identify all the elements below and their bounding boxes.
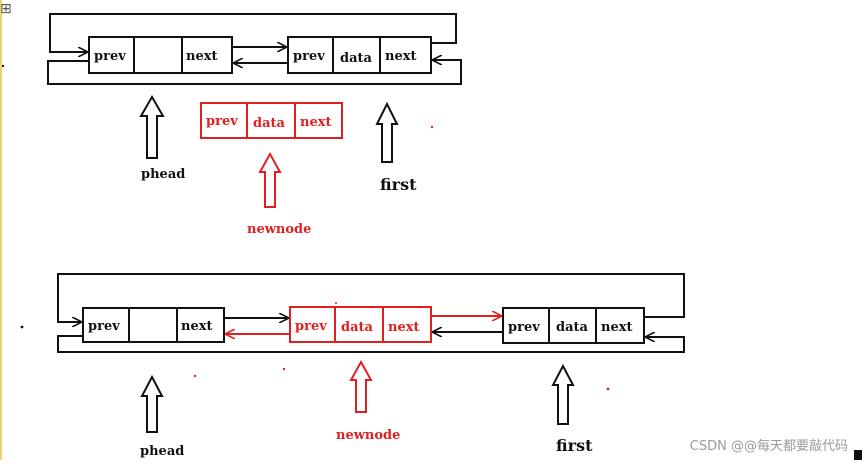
cell-next: next: [300, 115, 331, 130]
cell-prev: prev: [206, 114, 238, 129]
cell-next: next: [181, 319, 212, 334]
phead-pointer: phead: [140, 374, 184, 459]
cell-data: data: [340, 51, 373, 66]
cell-prev: prev: [88, 319, 120, 334]
first-node: prev data next: [287, 36, 432, 74]
cell-prev: prev: [508, 320, 540, 335]
cell-next: next: [186, 49, 217, 64]
first-label: first: [380, 175, 417, 194]
newnode-pointer: newnode: [247, 151, 311, 237]
csdn-watermark: CSDN @@每天都要敲代码: [689, 439, 848, 454]
head-node: prev next: [82, 307, 225, 343]
cell-next: next: [601, 320, 632, 335]
first-pointer: first: [375, 101, 417, 194]
first-pointer: first: [551, 363, 593, 455]
cell-prev: prev: [94, 49, 126, 64]
cell-data: data: [253, 116, 286, 131]
first-label: first: [556, 436, 593, 455]
cell-next: next: [388, 320, 419, 335]
head-node: prev next: [88, 36, 233, 74]
newnode-label: newnode: [336, 428, 400, 443]
corner-marker: [854, 450, 862, 460]
cell-prev: prev: [293, 49, 325, 64]
newnode-label: newnode: [247, 222, 311, 237]
node-links: [57, 273, 685, 353]
node-links: [47, 13, 462, 85]
phead-label: phead: [140, 444, 184, 459]
left-margin-rule: [0, 0, 2, 460]
bottom-diagram: prev next prev data next prev data ne: [20, 273, 685, 459]
phead-pointer: phead: [139, 95, 185, 182]
top-diagram: prev next prev data next: [1, 13, 462, 237]
cell-next: next: [385, 49, 416, 64]
phead-label: phead: [141, 167, 185, 182]
inserted-node: prev data next: [289, 306, 432, 343]
cell-data: data: [341, 320, 374, 335]
cell-prev: prev: [295, 319, 327, 334]
newnode-pointer: newnode: [336, 359, 400, 443]
new-node: prev data next: [200, 102, 343, 139]
move-icon: ⊞: [0, 1, 12, 17]
first-node: prev data next: [502, 307, 645, 344]
cell-data: data: [556, 320, 589, 335]
